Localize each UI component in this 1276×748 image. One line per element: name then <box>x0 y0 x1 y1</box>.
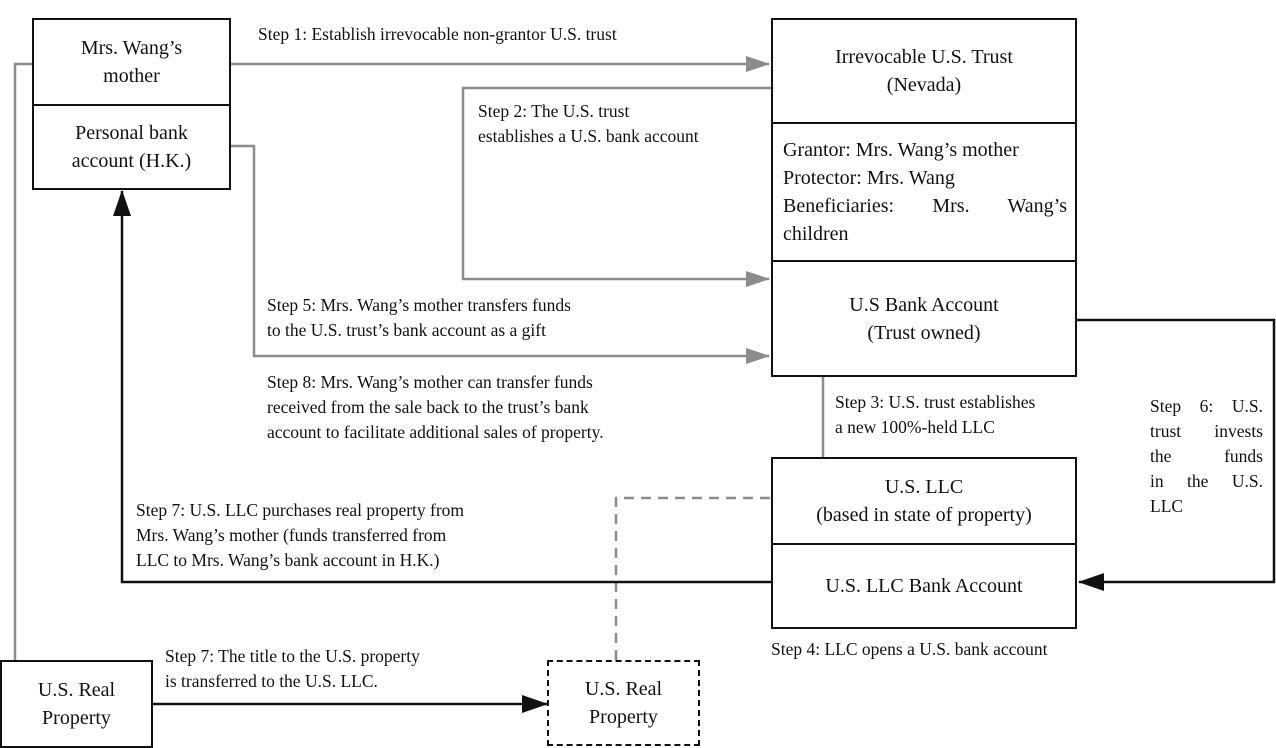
trust-beneficiaries: Beneficiaries: Mrs. Wang’s <box>783 195 1067 217</box>
trust-cell: Irrevocable U.S. Trust (Nevada) <box>773 20 1075 124</box>
step7-purchase-line-1: Step 7: U.S. LLC purchases real property… <box>136 500 465 520</box>
step4-line-1: Step 4: LLC opens a U.S. bank account <box>771 639 1048 659</box>
step1-label: Step 1: Establish irrevocable non-granto… <box>258 22 617 47</box>
real-property-cell: U.S. Real Property <box>2 662 151 746</box>
step5-line-2: to the U.S. trust’s bank account as a gi… <box>267 320 546 340</box>
trust-protector: Protector: Mrs. Wang <box>783 167 955 189</box>
step6-arrow <box>1076 318 1276 591</box>
step5-label: Step 5: Mrs. Wang’s mother transfers fun… <box>267 293 571 343</box>
step6-line-4: in the U.S. <box>1150 471 1263 491</box>
step7-title-line-1: Step 7: The title to the U.S. property <box>165 646 420 666</box>
step3-line-2: a new 100%-held LLC <box>835 417 995 437</box>
step7-title-label: Step 7: The title to the U.S. property i… <box>165 644 420 694</box>
llc-box: U.S. LLC (based in state of property) U.… <box>771 457 1077 629</box>
step6-line-2: trust invests <box>1150 421 1263 441</box>
step5-line-1: Step 5: Mrs. Wang’s mother transfers fun… <box>267 295 571 315</box>
llc-line-2: (based in state of property) <box>816 504 1032 526</box>
trust-line-2: (Nevada) <box>886 74 962 96</box>
bank-account-cell: U.S Bank Account (Trust owned) <box>773 262 1075 375</box>
step6-label: Step 6: U.S. trust invests the funds in … <box>1150 394 1263 519</box>
llc-real-property-box: U.S. Real Property <box>547 660 700 746</box>
step3-label: Step 3: U.S. trust establishes a new 100… <box>835 390 1035 440</box>
llc-cell: U.S. LLC (based in state of property) <box>773 459 1075 545</box>
llc-line-1: U.S. LLC <box>884 476 964 498</box>
step6-line-5: LLC <box>1150 496 1184 516</box>
step6-line-1: Step 6: U.S. <box>1150 396 1263 416</box>
llc-real-property-cell: U.S. Real Property <box>549 662 698 744</box>
llc-account-label: U.S. LLC Bank Account <box>825 575 1023 597</box>
personal-account-cell: Personal bank account (H.K.) <box>34 106 229 188</box>
llc-real-property-line-2: Property <box>589 706 658 728</box>
mother-cell: Mrs. Wang’s mother <box>34 20 229 106</box>
step5-arrow <box>231 144 770 364</box>
step2-line-2: establishes a U.S. bank account <box>478 126 699 146</box>
trust-beneficiaries-cont: children <box>783 223 849 245</box>
step4-label: Step 4: LLC opens a U.S. bank account <box>771 637 1048 662</box>
real-property-line-1: U.S. Real <box>37 679 116 701</box>
bank-account-line-1: U.S Bank Account <box>849 293 999 316</box>
step7-purchase-arrow <box>113 190 772 584</box>
trust-grantor: Grantor: Mrs. Wang’s mother <box>783 139 1019 161</box>
trust-roles-cell: Grantor: Mrs. Wang’s mother Protector: M… <box>773 124 1075 262</box>
personal-account-line-2: account (H.K.) <box>71 150 192 172</box>
real-property-line-2: Property <box>42 707 111 729</box>
step7-purchase-line-3: LLC to Mrs. Wang’s bank account in H.K.) <box>136 550 440 570</box>
step7-purchase-line-2: Mrs. Wang’s mother (funds transferred fr… <box>136 525 447 545</box>
llc-to-property-dashed-line <box>614 496 770 660</box>
trust-box: Irrevocable U.S. Trust (Nevada) Grantor:… <box>771 18 1077 377</box>
step7-title-line-2: is transferred to the U.S. LLC. <box>165 671 378 691</box>
bank-account-line-2: (Trust owned) <box>867 321 981 344</box>
step3-line-1: Step 3: U.S. trust establishes <box>835 392 1036 412</box>
step2-line-1: Step 2: The U.S. trust <box>478 101 630 121</box>
personal-account-line-1: Personal bank <box>75 122 188 144</box>
mother-line-2: mother <box>103 65 160 87</box>
step6-line-3: the funds <box>1150 446 1263 466</box>
step8-line-3: account to facilitate additional sales o… <box>267 422 604 442</box>
mother-line-1: Mrs. Wang’s <box>80 37 183 59</box>
trust-line-1: Irrevocable U.S. Trust <box>835 46 1013 68</box>
step2-arrow <box>461 86 772 287</box>
step8-label: Step 8: Mrs. Wang’s mother can transfer … <box>267 370 604 445</box>
step7-purchase-label: Step 7: U.S. LLC purchases real property… <box>136 498 464 573</box>
step8-line-2: received from the sale back to the trust… <box>267 397 589 417</box>
real-property-box: U.S. Real Property <box>0 660 153 748</box>
step1-line-1: Step 1: Establish irrevocable non-granto… <box>258 24 617 44</box>
step8-line-1: Step 8: Mrs. Wang’s mother can transfer … <box>267 372 593 392</box>
step2-label: Step 2: The U.S. trust establishes a U.S… <box>478 99 699 149</box>
llc-account-cell: U.S. LLC Bank Account <box>773 545 1075 627</box>
property-to-mother-line <box>13 62 32 662</box>
mother-box: Mrs. Wang’s mother Personal bank account… <box>32 18 231 190</box>
llc-real-property-line-1: U.S. Real <box>584 678 663 700</box>
